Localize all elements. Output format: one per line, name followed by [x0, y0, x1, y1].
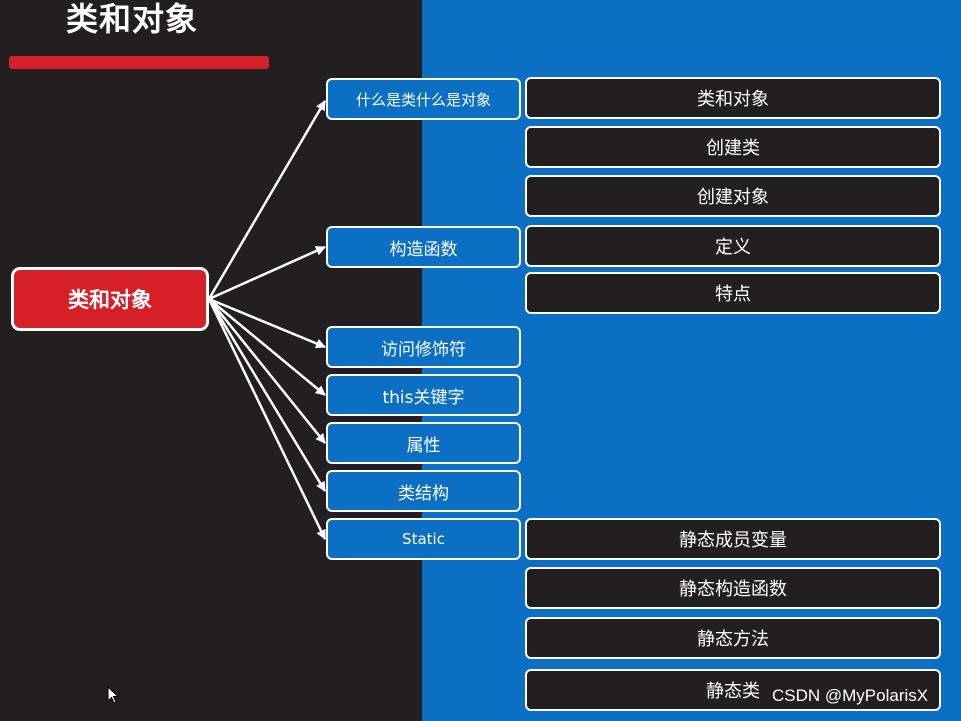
branch-static: Static	[326, 518, 521, 560]
mouse-cursor-icon	[107, 686, 119, 704]
connector-what-is	[207, 100, 327, 300]
leaf-static-member-variable: 静态成员变量	[525, 518, 941, 560]
leaf-class-and-object: 类和对象	[525, 77, 941, 119]
connector-constructor	[208, 245, 326, 301]
connector-class-structure	[207, 298, 327, 492]
watermark: CSDN @MyPolarisX	[772, 686, 929, 705]
branch-class-structure: 类结构	[326, 470, 521, 512]
slide-title: 类和对象	[66, 0, 199, 38]
leaf-static-constructor: 静态构造函数	[525, 567, 941, 609]
branch-what-is-class-object: 什么是类什么是对象	[326, 78, 521, 120]
connector-access-modifiers	[208, 297, 326, 349]
connector-properties	[208, 298, 326, 444]
branch-properties: 属性	[326, 422, 521, 464]
branch-constructor: 构造函数	[326, 226, 521, 268]
branch-this-keyword: this关键字	[326, 374, 521, 416]
root-node-class-and-object: 类和对象	[11, 267, 209, 331]
title-underline	[9, 56, 269, 69]
leaf-features: 特点	[525, 272, 941, 314]
leaf-static-method: 静态方法	[525, 617, 941, 659]
branch-access-modifiers: 访问修饰符	[326, 326, 521, 368]
leaf-create-object: 创建对象	[525, 175, 941, 217]
connector-this-keyword	[208, 298, 326, 396]
leaf-create-class: 创建类	[525, 126, 941, 168]
connector-static	[207, 298, 327, 540]
leaf-definition: 定义	[525, 225, 941, 267]
leaf-static-class: 静态类	[525, 669, 941, 711]
